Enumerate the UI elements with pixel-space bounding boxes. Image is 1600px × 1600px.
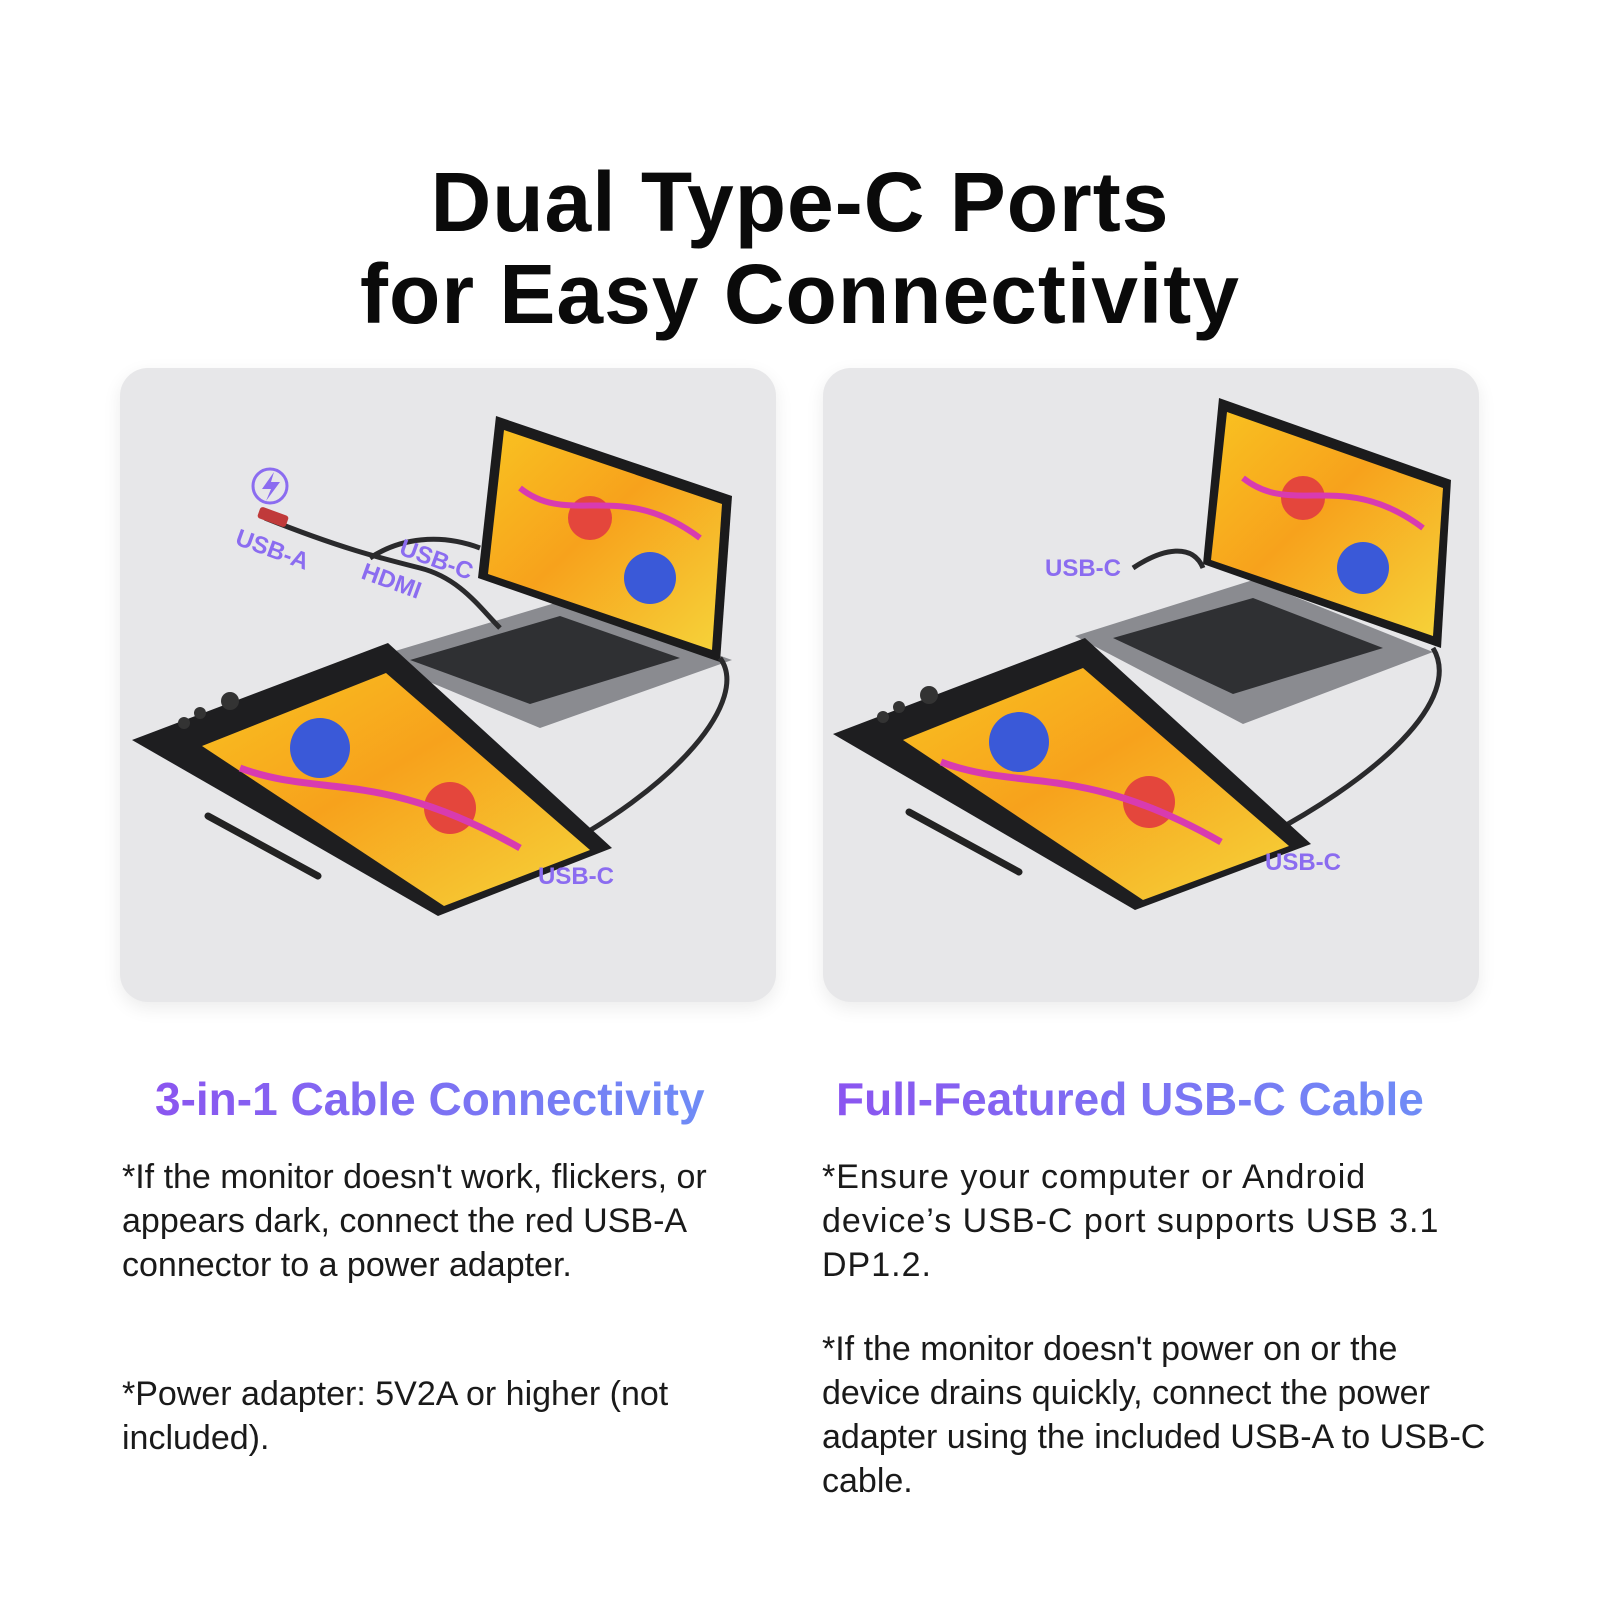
label-usb-c-top: USB-C xyxy=(1045,555,1121,582)
label-usb-c-bottom: USB-C xyxy=(538,863,614,890)
right-note-port-support: *Ensure your computer or Android device’… xyxy=(822,1158,1440,1284)
right-product-panel: USB-C USB-C xyxy=(823,368,1479,1002)
left-subheading: 3-in-1 Cable Connectivity xyxy=(155,1073,705,1125)
left-product-illustration: USB-A USB-C HDMI USB-C xyxy=(132,416,732,916)
usb-a-cable xyxy=(264,515,502,630)
label-usb-c-bottom: USB-C xyxy=(1265,849,1341,876)
laptop-keyboard xyxy=(410,616,680,704)
right-subheading: Full-Featured USB-C Cable xyxy=(836,1073,1424,1125)
tablet-cable xyxy=(1241,646,1442,851)
usb-c-cable xyxy=(368,536,481,561)
laptop-keyboard xyxy=(1113,598,1383,694)
right-note-power: *If the monitor doesn't power on or the … xyxy=(822,1330,1486,1500)
left-note-adapter: *Power adapter: 5V2A or higher (not incl… xyxy=(122,1375,669,1457)
title-line-1: Dual Type-C Ports xyxy=(430,155,1170,250)
right-product-illustration: USB-C USB-C xyxy=(833,398,1451,910)
page-title: Dual Type-C Ports for Easy Connectivity xyxy=(0,156,1600,340)
title-line-2: for Easy Connectivity xyxy=(360,247,1240,342)
left-product-panel: USB-A USB-C HDMI USB-C xyxy=(120,368,776,1002)
stylus xyxy=(905,808,1023,876)
usb-c-cable xyxy=(1131,548,1206,571)
power-bolt-icon xyxy=(251,467,289,505)
left-note-power: *If the monitor doesn't work, flickers, … xyxy=(122,1158,707,1284)
stylus xyxy=(204,812,322,880)
